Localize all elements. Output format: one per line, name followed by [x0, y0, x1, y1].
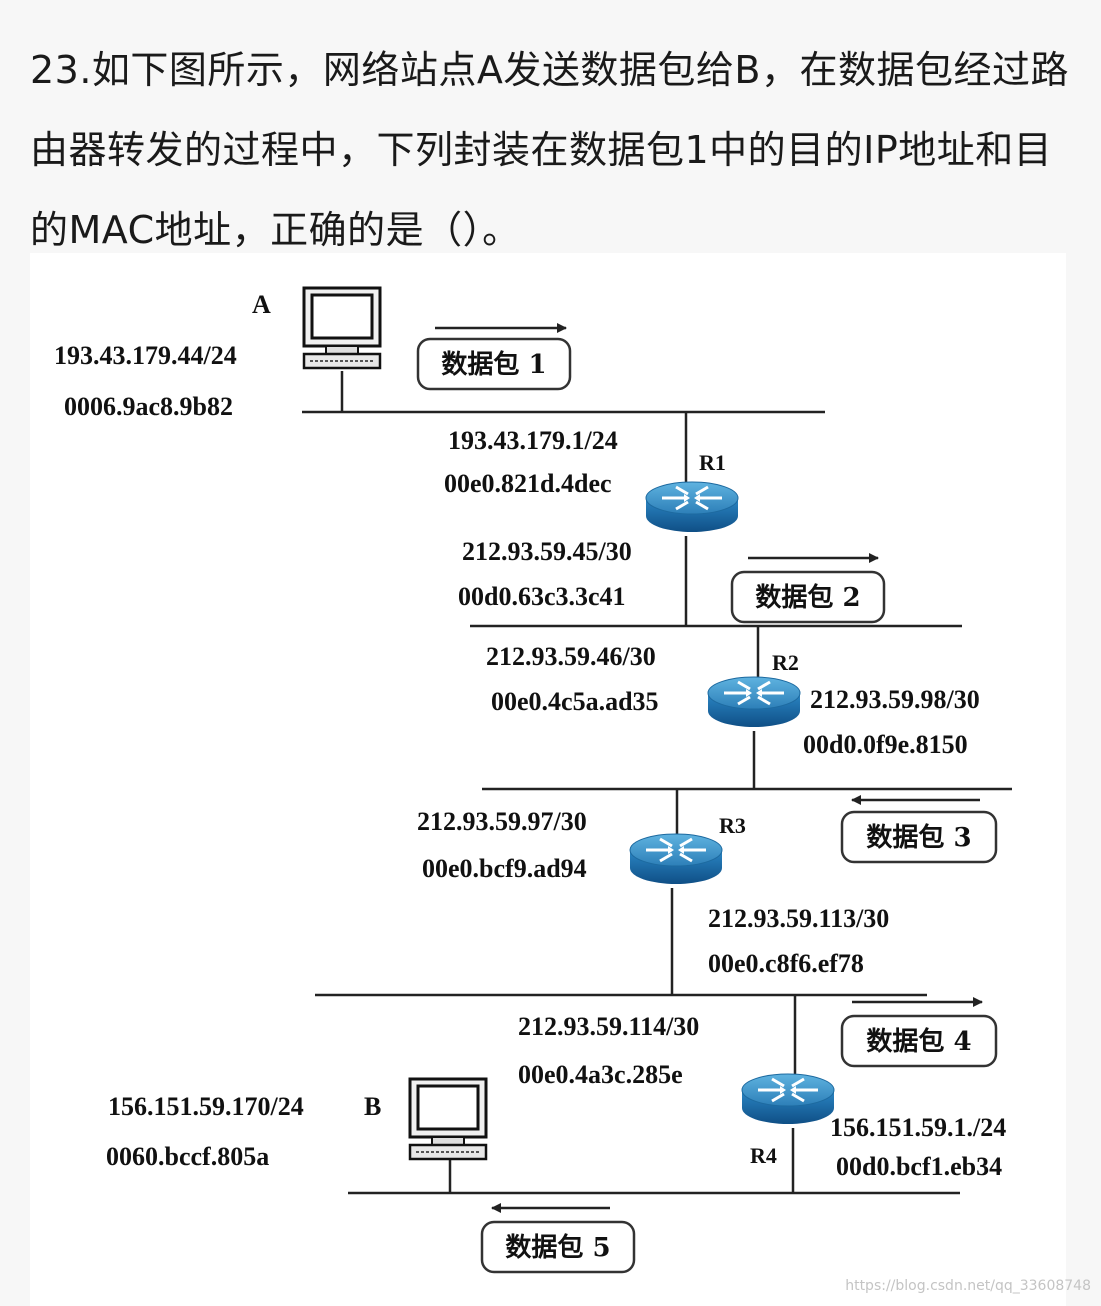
router-r4-icon — [740, 1072, 836, 1126]
r4-mac2: 00d0.bcf1.eb34 — [836, 1152, 1002, 1181]
packet-5: 数据包 5 — [480, 1203, 636, 1274]
r2-ip2: 212.93.59.98/30 — [810, 685, 980, 714]
host-b-mac: 0060.bccf.805a — [106, 1142, 269, 1171]
r3-ip1: 212.93.59.97/30 — [417, 807, 587, 836]
packet-3-box — [840, 810, 998, 864]
packet-2-box — [730, 570, 886, 624]
packet-1-label: 数据包 1 — [441, 349, 546, 380]
r2-mac1: 00e0.4c5a.ad35 — [491, 687, 659, 716]
host-a-name: A — [252, 290, 271, 319]
r1-mac2: 00d0.63c3.3c41 — [458, 582, 626, 611]
computer-a-icon — [302, 286, 382, 370]
r2-mac2: 00d0.0f9e.8150 — [803, 730, 968, 759]
router-r2-icon — [706, 675, 802, 729]
host-a-ip: 193.43.179.44/24 — [54, 341, 237, 370]
router-r3-icon — [628, 832, 724, 886]
r2-ip1: 212.93.59.46/30 — [486, 642, 656, 671]
r4-mac1: 00e0.4a3c.285e — [518, 1060, 683, 1089]
host-b-name: B — [364, 1092, 381, 1121]
packet-3: 数据包 3 — [840, 795, 998, 864]
watermark: https://blog.csdn.net/qq_33608748 — [845, 1278, 1091, 1294]
router-r1-name: R1 — [699, 450, 726, 475]
packet-3-label: 数据包 3 — [866, 822, 971, 853]
computer-b-icon — [408, 1077, 488, 1161]
r4-ip1: 212.93.59.114/30 — [518, 1012, 699, 1041]
router-r4-name: R4 — [750, 1143, 777, 1168]
r3-mac2: 00e0.c8f6.ef78 — [708, 949, 864, 978]
packet-2: 数据包 2 — [730, 553, 886, 624]
r4-ip2: 156.151.59.1./24 — [830, 1113, 1006, 1142]
host-a-mac: 0006.9ac8.9b82 — [64, 392, 233, 421]
diagram-canvas: A 193.43.179.44/24 0006.9ac8.9b82 156.15… — [54, 286, 1012, 1274]
packet-2-label: 数据包 2 — [755, 582, 860, 613]
r1-mac1: 00e0.821d.4dec — [444, 469, 612, 498]
router-r3-name: R3 — [719, 813, 746, 838]
router-r1-icon — [644, 480, 740, 534]
packet-4-box — [840, 1014, 998, 1068]
network-lines — [302, 371, 1012, 1195]
network-diagram: A 193.43.179.44/24 0006.9ac8.9b82 156.15… — [30, 253, 1066, 1306]
packet-5-box — [480, 1220, 636, 1274]
r1-ip1: 193.43.179.1/24 — [448, 426, 618, 455]
r1-ip2: 212.93.59.45/30 — [462, 537, 632, 566]
packet-1-box — [416, 337, 572, 391]
packet-4-label: 数据包 4 — [866, 1026, 971, 1057]
packet-1: 数据包 1 — [416, 323, 572, 391]
question-text: 23.如下图所示，网络站点A发送数据包给B，在数据包经过路由器转发的过程中，下列… — [30, 48, 1069, 252]
packet-4: 数据包 4 — [840, 997, 998, 1068]
r3-mac1: 00e0.bcf9.ad94 — [422, 854, 587, 883]
router-r2-name: R2 — [772, 650, 799, 675]
host-b-ip: 156.151.59.170/24 — [108, 1092, 304, 1121]
packet-5-label: 数据包 5 — [505, 1232, 610, 1263]
r3-ip2: 212.93.59.113/30 — [708, 904, 889, 933]
